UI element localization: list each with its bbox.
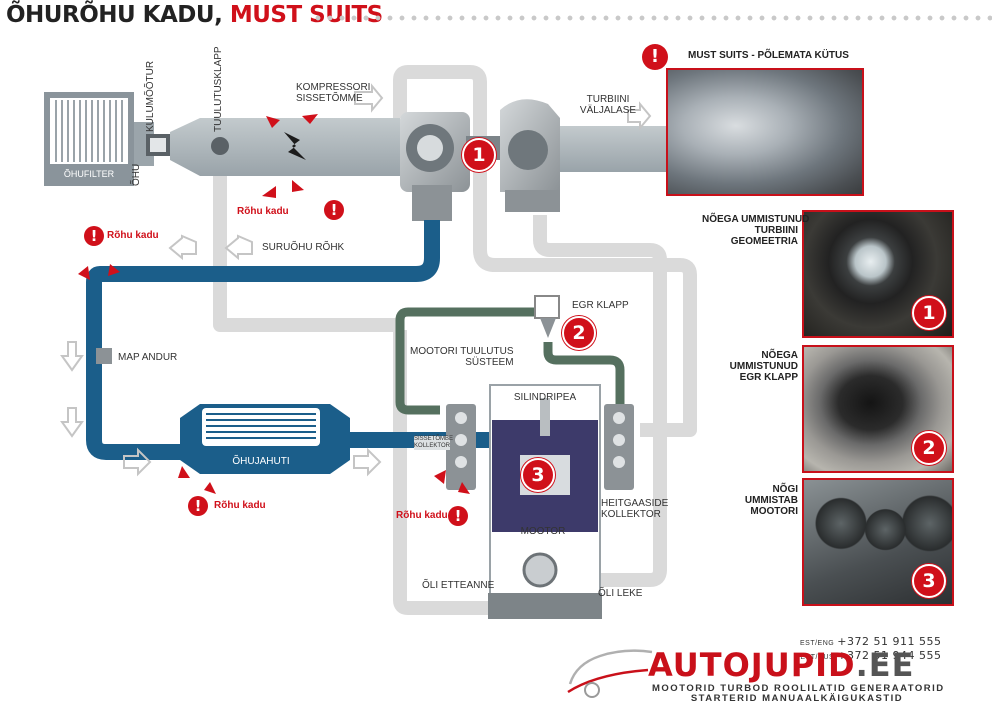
car-logo-icon: [567, 649, 653, 698]
pressure-loss-label: Rõhu kadu: [396, 510, 448, 521]
oil-feed-label: ÕLI ETTEANNE: [422, 580, 495, 591]
logo-wordmark: AUTOJUPID.EE: [648, 646, 915, 684]
engine-caption: NÕGI UMMISTAB MOOTORI: [744, 484, 798, 517]
title-part-1: ÕHURÕHU KADU,: [6, 2, 223, 28]
intake-manifold-shape: [446, 404, 476, 490]
boost-pressure-label: SURUÕHU RÕHK: [262, 242, 345, 253]
badge-3: 3: [912, 564, 946, 598]
soot-engine-photo: 3: [802, 478, 954, 606]
eng-phone: +372 51 911 555: [837, 635, 942, 648]
flow-arrows: [60, 83, 652, 477]
egr-valve-label: EGR KLAPP: [572, 300, 629, 311]
map-sensor-label: MAP ANDUR: [118, 352, 178, 363]
exhaust-manifold-shape: [604, 404, 634, 490]
leak-arrows: [78, 114, 470, 494]
rus-phone: +372 51 944 555: [837, 649, 942, 662]
oil-leak-label: ÕLI LEKE: [598, 588, 643, 599]
title-decoration: [312, 14, 992, 22]
air-label: ÕHU: [131, 163, 142, 186]
air-filter: [44, 92, 134, 186]
egr-valve-shape: [534, 295, 560, 338]
crankcase-vent-label: MOOTORI TUULUTUS SÜSTEEM: [410, 346, 514, 368]
egr-caption: NÕEGA UMMISTUNUD EGR KLAPP: [729, 350, 798, 383]
badge-2: 2: [912, 431, 946, 465]
air-filter-label: ÕHUFILTER: [63, 169, 115, 179]
cylinder-head-label: SILINDRIPEA: [513, 392, 577, 403]
intake-manifold-label: SISSETÕMBE KOLLEKTOR: [414, 436, 454, 450]
intercooler-label: ÕHUJAHUTI: [232, 456, 290, 467]
clogged-turbo-photo: 1: [802, 210, 954, 338]
logo-slogan: MOOTORID TURBOD ROOLILATID GENERAATORID …: [652, 683, 945, 704]
contact-info: EST/ENG +372 51 911 555 EST/RUS +372 51 …: [800, 636, 942, 664]
badge-1: 1: [462, 138, 496, 172]
map-sensor-shape: [96, 348, 112, 364]
pressure-loss-label: Rõhu kadu: [107, 230, 159, 241]
badge-1: 1: [912, 296, 946, 330]
engine-block: [488, 384, 602, 619]
rus-tag: EST/RUS: [800, 654, 835, 661]
black-smoke-photo: [666, 68, 864, 196]
crankcase-vent-loop: [213, 65, 697, 615]
warning-icon: !: [188, 496, 208, 516]
turbocharger: [400, 99, 666, 221]
turbine-outlet-label: TURBIINI VÄLJALASE: [579, 94, 637, 116]
warning-icon: !: [642, 44, 668, 70]
clogged-egr-photo: 2: [802, 345, 954, 473]
black-smoke-label: MUST SUITS - PÕLEMATA KÜTUS: [688, 50, 849, 61]
intake-pipe: [134, 118, 400, 176]
pressure-loss-label: Rõhu kadu: [214, 500, 266, 511]
pressure-loss-label: Rõhu kadu: [237, 206, 289, 217]
badge-3: 3: [521, 458, 555, 492]
engine-label: MOOTOR: [520, 526, 566, 537]
warning-icon: !: [324, 200, 344, 220]
turbo-caption: NÕEGA UMMISTUNUD TURBIINI GEOMEETRIA: [702, 214, 810, 247]
warning-icon: !: [448, 506, 468, 526]
intercooler: [180, 404, 350, 474]
charge-air-pipe: [86, 220, 440, 460]
eng-tag: EST/ENG: [800, 640, 835, 647]
compressor-inlet-label: KOMPRESSORI SISSETÕMME: [296, 82, 371, 104]
mass-air-flow-label: KULUMÕÕTUR: [145, 60, 156, 132]
vent-valve-label: TUULUTUSKLAPP: [213, 46, 224, 132]
warning-icon: !: [84, 226, 104, 246]
exhaust-manifold-label: HEITGAASIDE KOLLEKTOR: [601, 498, 669, 520]
egr-loop: [395, 307, 625, 415]
badge-2: 2: [562, 316, 596, 350]
